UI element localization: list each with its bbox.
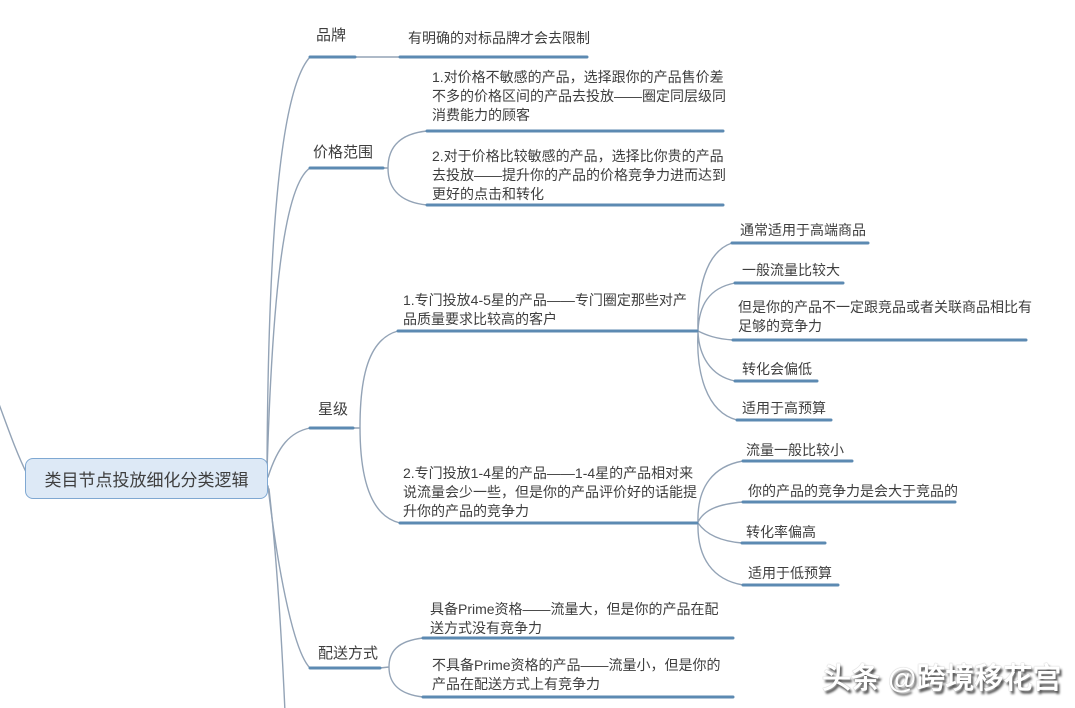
node-star-45: 1.专门投放4-5星的产品——专门圈定那些对产品质量要求比较高的客户 [403, 292, 687, 327]
root-node: 类目节点投放细化分类逻辑 [25, 458, 268, 499]
sub-node: 适用于高预算 [742, 400, 826, 416]
sub-node: 流量一般比较小 [746, 442, 844, 458]
root-node-label: 类目节点投放细化分类逻辑 [44, 471, 249, 490]
connectors [0, 56, 744, 708]
sub-node: 一般流量比较大 [742, 262, 840, 278]
node-ship-noprime: 不具备Prime资格的产品——流量小，但是你的产品在配送方式上有竞争力 [432, 657, 721, 692]
node-ship-prime: 具备Prime资格——流量大，但是你的产品在配送方式没有竞争力 [430, 601, 719, 636]
sub-node: 适用于低预算 [748, 565, 832, 581]
sub-node: 你的产品的竞争力是会大于竞品的 [748, 483, 958, 499]
connector-curve-entry [0, 404, 28, 475]
connector-fan-star14 [697, 460, 744, 586]
node-brand-rule: 有明确的对标品牌才会去限制 [408, 30, 590, 46]
watermark-text: 头条 @跨境移花宫 [822, 663, 1062, 695]
node-star-14: 2.专门投放1-4星的产品——1-4星的产品相对来说流量会少一些，但是你的产品评… [403, 465, 697, 519]
sub-node: 通常适用于高端商品 [740, 222, 866, 238]
branch-price-label: 价格范围 [313, 144, 374, 161]
branch-brand-label: 品牌 [316, 27, 347, 44]
connector-curve-shipping [267, 485, 311, 669]
node-price-1: 1.对价格不敏感的产品，选择跟你的产品售价差不多的价格区间的产品去投放——圈定同… [432, 69, 726, 123]
branch-star-label: 星级 [318, 401, 349, 418]
sub-node: 转化会偏低 [742, 361, 812, 377]
sub-node: 转化率偏高 [746, 524, 816, 540]
connector-curve-price [266, 167, 311, 473]
connector-curve-star [267, 427, 311, 478]
connector-fan-star45 [697, 242, 738, 421]
underlines [308, 55, 1028, 699]
connector-brace-price [382, 130, 428, 206]
node-price-2: 2.对于价格比较敏感的产品，选择比你贵的产品去投放——提升你的产品的价格竞争力进… [432, 148, 726, 202]
connector-curve-brand [266, 56, 311, 471]
connector-brace-shipping [379, 637, 424, 698]
branch-shipping-label: 配送方式 [318, 645, 379, 662]
connector-brace-star [352, 330, 401, 524]
connector-curve-offscreen [268, 488, 286, 708]
sub-node: 但是你的产品不一定跟竞品或者关联商品相比有足够的竞争力 [738, 299, 1032, 334]
